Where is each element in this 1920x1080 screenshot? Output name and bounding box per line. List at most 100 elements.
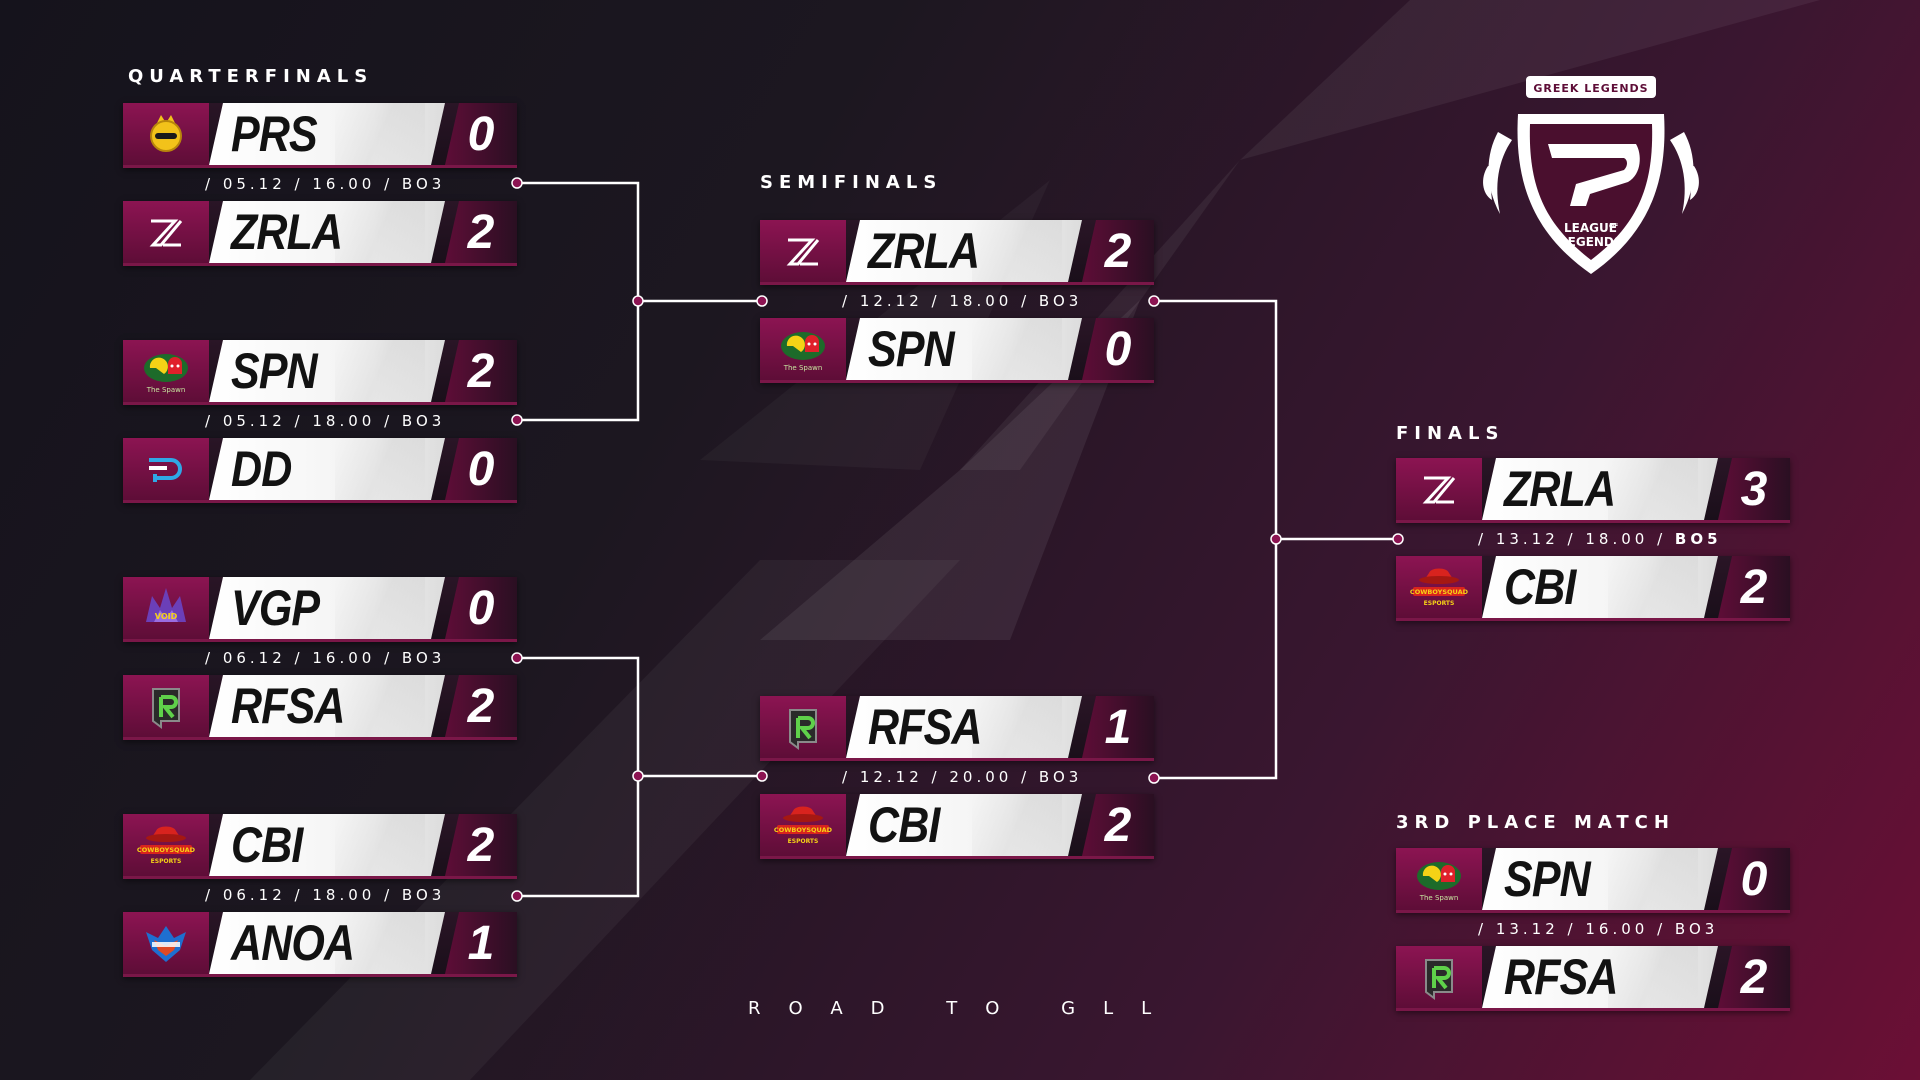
team-name-box: SPN — [209, 340, 445, 402]
team-name: CBI — [1504, 559, 1576, 615]
team-name: RFSA — [868, 699, 982, 755]
score-box: 2 — [1718, 556, 1790, 618]
match-time: 18.00 — [949, 292, 1013, 310]
match-format: BO3 — [401, 649, 446, 667]
team-score: 1 — [1104, 700, 1132, 754]
rfsa-logo-icon — [789, 709, 817, 750]
laurel-right — [1670, 132, 1694, 214]
team-name: SPN — [231, 343, 317, 399]
team-logo-box — [123, 103, 209, 165]
team-logo-box: COWBOYSQUAD ESPORTS — [123, 814, 209, 876]
score-box: 0 — [1082, 318, 1154, 380]
team-name-box: CBI — [846, 794, 1082, 856]
team-score: 2 — [467, 679, 495, 733]
score-box: 1 — [1082, 696, 1154, 758]
anoa-logo-icon — [146, 926, 186, 962]
match-format: BO3 — [401, 886, 446, 904]
team-name: SPN — [1504, 851, 1590, 907]
spn-logo-icon: The Spawn — [144, 354, 188, 394]
cbi-logo-icon: COWBOYSQUAD ESPORTS — [774, 806, 833, 845]
spn-logo-icon: The Spawn — [1417, 862, 1461, 902]
match-format: BO3 — [1038, 768, 1083, 786]
match-info: / 05.12 / 16.00 / BO3 — [205, 175, 446, 193]
rfsa-logo-icon — [1425, 959, 1453, 1000]
team-logo-box — [760, 220, 846, 282]
svg-text:ESPORTS: ESPORTS — [788, 838, 819, 845]
finals-match: ZRLA 3 / 13.12 / 18.00 / BO5 COWBOYSQUAD… — [1396, 458, 1790, 621]
laurel-right-leaf — [1684, 166, 1699, 200]
team-logo-box: The Spawn — [1396, 848, 1482, 910]
team-name-box: DD — [209, 438, 445, 500]
team-logo-box — [1396, 458, 1482, 520]
match-time: 20.00 — [949, 768, 1013, 786]
team-name-box: VGP — [209, 577, 445, 639]
score-box: 2 — [1718, 946, 1790, 1008]
emblem-line1-small: OF — [1609, 223, 1618, 230]
semifinal-match-2: RFSA 1 / 12.12 / 20.00 / BO3 COWBOYSQUAD… — [760, 696, 1154, 859]
team-name-box: CBI — [209, 814, 445, 876]
laurel-left-leaf — [1483, 166, 1498, 200]
team-score: 2 — [467, 344, 495, 398]
zrla-logo-icon — [1422, 476, 1456, 504]
team-logo-box — [123, 912, 209, 974]
team-name: SPN — [868, 321, 954, 377]
team-logo-box: COWBOYSQUAD ESPORTS — [760, 794, 846, 856]
team-name: VGP — [231, 580, 320, 636]
team-name: ZRLA — [1504, 461, 1616, 517]
match-info: / 05.12 / 18.00 / BO3 — [205, 412, 446, 430]
team-row: ZRLA 2 — [123, 201, 517, 266]
svg-text:COWBOYSQUAD: COWBOYSQUAD — [137, 846, 196, 854]
team-name-box: RFSA — [846, 696, 1082, 758]
team-name-box: ZRLA — [846, 220, 1082, 282]
score-box: 2 — [1082, 220, 1154, 282]
match-time: 18.00 — [1585, 530, 1649, 548]
team-logo-box: VOID — [123, 577, 209, 639]
team-logo-box: The Spawn — [760, 318, 846, 380]
semifinal-match-1: ZRLA 2 / 12.12 / 18.00 / BO3 The Spawn S… — [760, 220, 1154, 383]
team-name-box: RFSA — [1482, 946, 1718, 1008]
team-score: 1 — [467, 916, 495, 970]
team-score: 2 — [1104, 798, 1132, 852]
match-time: 16.00 — [312, 649, 376, 667]
match-date: 12.12 — [859, 292, 923, 310]
team-row: ZRLA 2 — [760, 220, 1154, 285]
match-date: 05.12 — [222, 412, 286, 430]
vgp-logo-icon: VOID — [146, 588, 186, 622]
team-name-box: RFSA — [209, 675, 445, 737]
cbi-logo-icon: COWBOYSQUAD ESPORTS — [1410, 568, 1469, 607]
svg-text:The Spawn: The Spawn — [1419, 894, 1459, 902]
score-box: 0 — [1718, 848, 1790, 910]
third-place-match: The Spawn SPN 0 / 13.12 / 16.00 / BO3 RF… — [1396, 848, 1790, 1011]
match-format: BO3 — [401, 175, 446, 193]
svg-text:The Spawn: The Spawn — [146, 386, 186, 394]
svg-text:The Spawn: The Spawn — [783, 364, 823, 372]
match-date: 05.12 — [222, 175, 286, 193]
match-date: 13.12 — [1495, 530, 1559, 548]
match-format: BO3 — [401, 412, 446, 430]
quarterfinal-match-4: COWBOYSQUAD ESPORTS CBI 2 / 06.12 / 18.0… — [123, 814, 517, 977]
team-name: ANOA — [231, 915, 355, 971]
team-row: DD 0 — [123, 438, 517, 503]
team-row: PRS 0 — [123, 103, 517, 168]
match-format: BO5 — [1674, 530, 1722, 548]
team-name: ZRLA — [868, 223, 980, 279]
team-logo-box — [1396, 946, 1482, 1008]
team-name-box: CBI — [1482, 556, 1718, 618]
svg-text:COWBOYSQUAD: COWBOYSQUAD — [774, 826, 833, 834]
team-score: 2 — [467, 205, 495, 259]
score-box: 3 — [1718, 458, 1790, 520]
team-score: 2 — [467, 818, 495, 872]
score-box: 2 — [445, 201, 517, 263]
team-score: 0 — [1740, 852, 1768, 906]
road-to-gll-label: ROAD TO GLL — [748, 998, 1180, 1019]
team-logo-box — [123, 201, 209, 263]
match-time: 16.00 — [312, 175, 376, 193]
team-logo-box — [760, 696, 846, 758]
quarterfinal-match-1: PRS 0 / 05.12 / 16.00 / BO3 ZRLA 2 — [123, 103, 517, 266]
team-name: CBI — [868, 797, 940, 853]
finals-label: FINALS — [1396, 423, 1505, 444]
match-time: 18.00 — [312, 886, 376, 904]
team-row: COWBOYSQUAD ESPORTS CBI 2 — [1396, 556, 1790, 621]
team-row: RFSA 2 — [123, 675, 517, 740]
rfsa-logo-icon — [152, 688, 180, 729]
